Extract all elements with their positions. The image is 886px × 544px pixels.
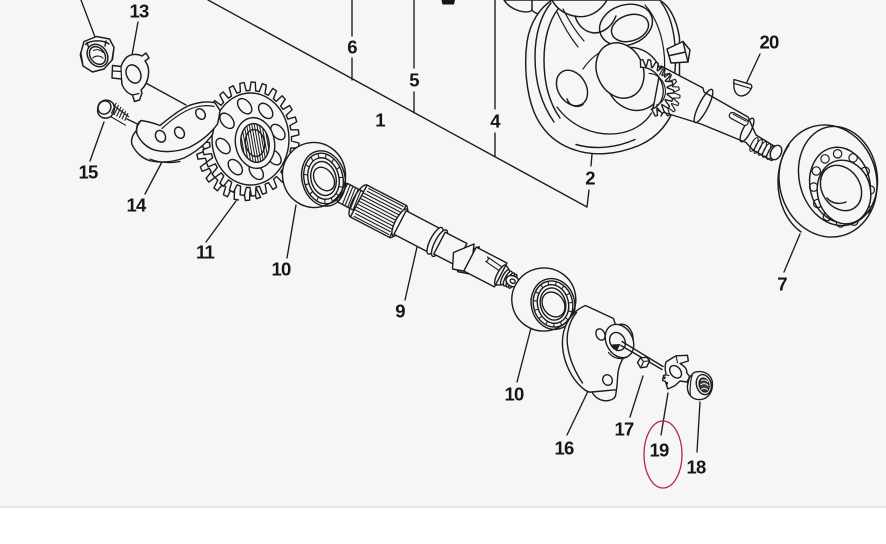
svg-text:18: 18 — [687, 457, 706, 478]
svg-text:2: 2 — [585, 168, 595, 189]
svg-text:10: 10 — [505, 384, 524, 405]
svg-text:11: 11 — [196, 242, 214, 263]
svg-text:4: 4 — [490, 111, 501, 132]
svg-text:5: 5 — [409, 70, 419, 91]
svg-text:19: 19 — [650, 440, 669, 461]
svg-text:1: 1 — [375, 110, 385, 131]
svg-text:6: 6 — [347, 37, 357, 58]
svg-text:14: 14 — [127, 195, 147, 216]
svg-text:15: 15 — [79, 162, 98, 183]
svg-text:9: 9 — [395, 301, 405, 322]
svg-text:10: 10 — [272, 259, 291, 280]
svg-text:16: 16 — [555, 438, 574, 459]
svg-text:7: 7 — [777, 274, 787, 295]
svg-text:13: 13 — [130, 1, 149, 22]
svg-text:20: 20 — [760, 32, 779, 53]
svg-text:17: 17 — [615, 419, 634, 440]
